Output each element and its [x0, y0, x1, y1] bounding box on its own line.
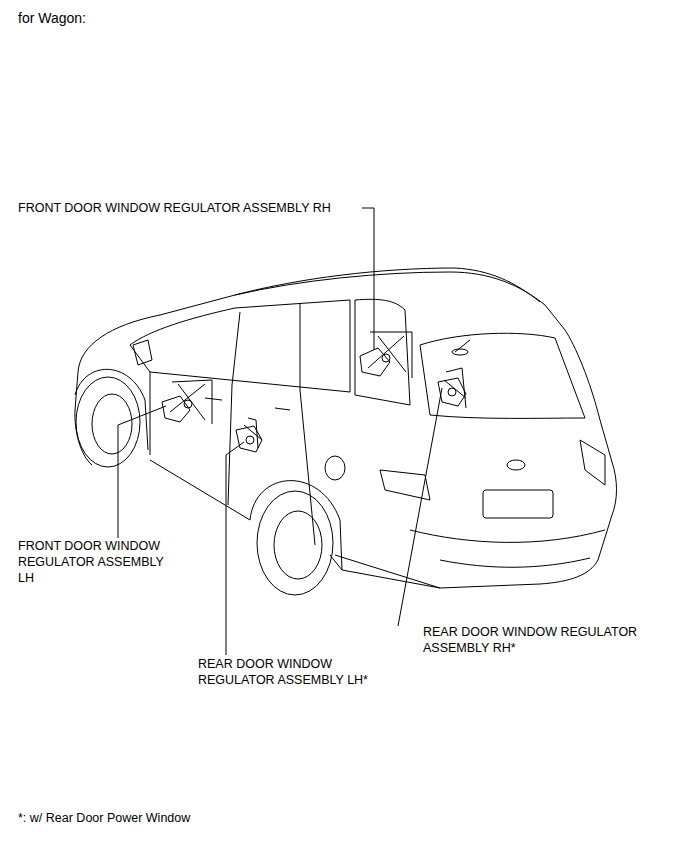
window-regulator — [236, 418, 262, 452]
leader-line — [362, 208, 374, 350]
license-plate — [483, 490, 553, 518]
window-regulator — [360, 332, 412, 378]
wheel — [274, 511, 322, 579]
wheel — [76, 377, 140, 467]
footnote: *: w/ Rear Door Power Window — [18, 810, 190, 826]
fuel-door — [325, 456, 345, 480]
antenna — [455, 340, 470, 352]
car-window — [355, 299, 410, 405]
part-name: REAR DOOR WINDOW REGULATOR ASSEMBLY RH* — [423, 624, 648, 656]
window-regulator — [438, 368, 466, 408]
part-name: REAR DOOR WINDOW REGULATOR ASSEMBLY LH* — [198, 656, 368, 688]
wheel — [257, 491, 333, 595]
wheel-arch — [250, 481, 342, 570]
bumper — [410, 530, 605, 567]
wheel-arch — [75, 369, 148, 450]
tail-light — [580, 440, 605, 485]
leader-line — [398, 388, 442, 626]
leader-line — [118, 406, 166, 538]
roof-detail — [452, 349, 468, 355]
door-line — [150, 372, 315, 545]
car-window — [130, 300, 350, 392]
wheel — [92, 394, 132, 454]
window-regulator — [162, 380, 212, 424]
door-handle — [205, 398, 290, 410]
part-name: FRONT DOOR WINDOW REGULATOR ASSEMBLY RH — [18, 200, 331, 216]
car-window — [232, 303, 300, 390]
emblem — [507, 460, 525, 470]
mirror — [133, 340, 152, 365]
part-name: FRONT DOOR WINDOW REGULATOR ASSEMBLY LH — [18, 538, 183, 586]
heading: for Wagon: — [18, 10, 86, 26]
rear-window — [420, 333, 585, 418]
roof-line — [235, 268, 540, 302]
car-body — [150, 460, 440, 588]
leader-line — [226, 442, 244, 655]
